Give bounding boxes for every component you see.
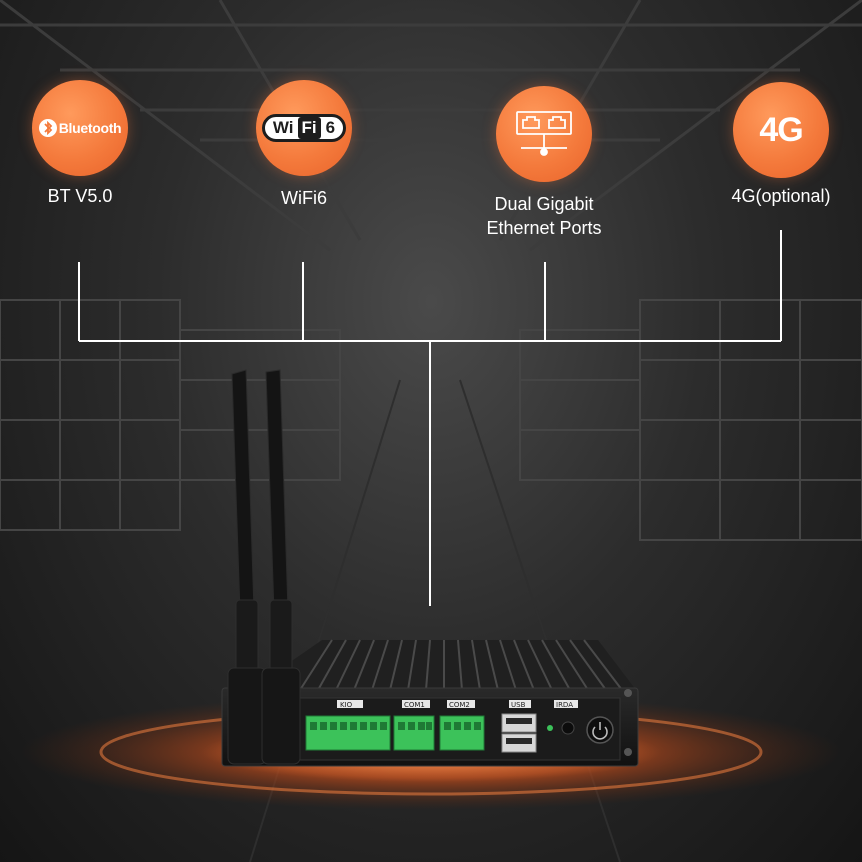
panel-screws [624,689,632,756]
port-label-com1: COM1 [404,701,425,709]
usb-ports [501,713,537,753]
irda-sensor [561,721,575,735]
cellular-label-line: 4G(optional) [731,186,831,206]
status-led [547,725,553,731]
feature-cellular: 4G 4G(optional) [701,82,861,208]
port-labels: KIO COM1 COM2 USB IRDA [337,700,578,709]
ethernet-label-line-2: Ethernet Ports [486,218,602,238]
cellular-label: 4G(optional) [701,184,861,208]
bluetooth-logo-text: Bluetooth [58,120,122,136]
terminal-block-com2 [439,715,485,751]
terminal-block-kio [305,715,391,751]
wifi-label-line: WiFi6 [281,188,327,208]
four-g-logo: 4G [759,110,803,149]
ethernet-label-line-1: Dual Gigabit [494,194,594,214]
wifi-logo-six: 6 [325,118,336,137]
antenna-left [227,369,267,765]
bluetooth-badge: Bluetooth [32,80,128,176]
port-label-usb: USB [511,701,526,709]
feature-wifi: Wi Fi 6 WiFi6 [224,80,384,210]
wifi-logo-wi: Wi [272,118,294,137]
ethernet-ports-icon [516,111,572,156]
terminal-block-com1 [393,715,435,751]
feature-bluetooth: Bluetooth BT V5.0 [0,80,160,208]
bluetooth-label: BT V5.0 [0,184,160,208]
port-label-com2: COM2 [449,701,470,709]
feature-ethernet: Dual Gigabit Ethernet Ports [464,86,624,240]
bluetooth-logo: Bluetooth [38,119,122,137]
port-label-irda: IRDA [556,701,573,709]
power-button[interactable] [586,716,614,744]
wifi6-logo: Wi Fi 6 [261,114,347,142]
ethernet-label: Dual Gigabit Ethernet Ports [464,192,624,240]
cellular-badge: 4G [733,82,829,178]
heatsink-fins [250,639,636,691]
wifi-badge: Wi Fi 6 [256,80,352,176]
port-label-kio: KIO [340,701,353,709]
wifi-label: WiFi6 [224,186,384,210]
wifi-logo-fi: Fi [297,117,321,139]
shelving-left [0,299,341,531]
antenna-right [261,369,301,765]
bluetooth-icon [38,119,57,137]
bluetooth-label-line: BT V5.0 [47,186,113,206]
ethernet-badge [496,86,592,182]
